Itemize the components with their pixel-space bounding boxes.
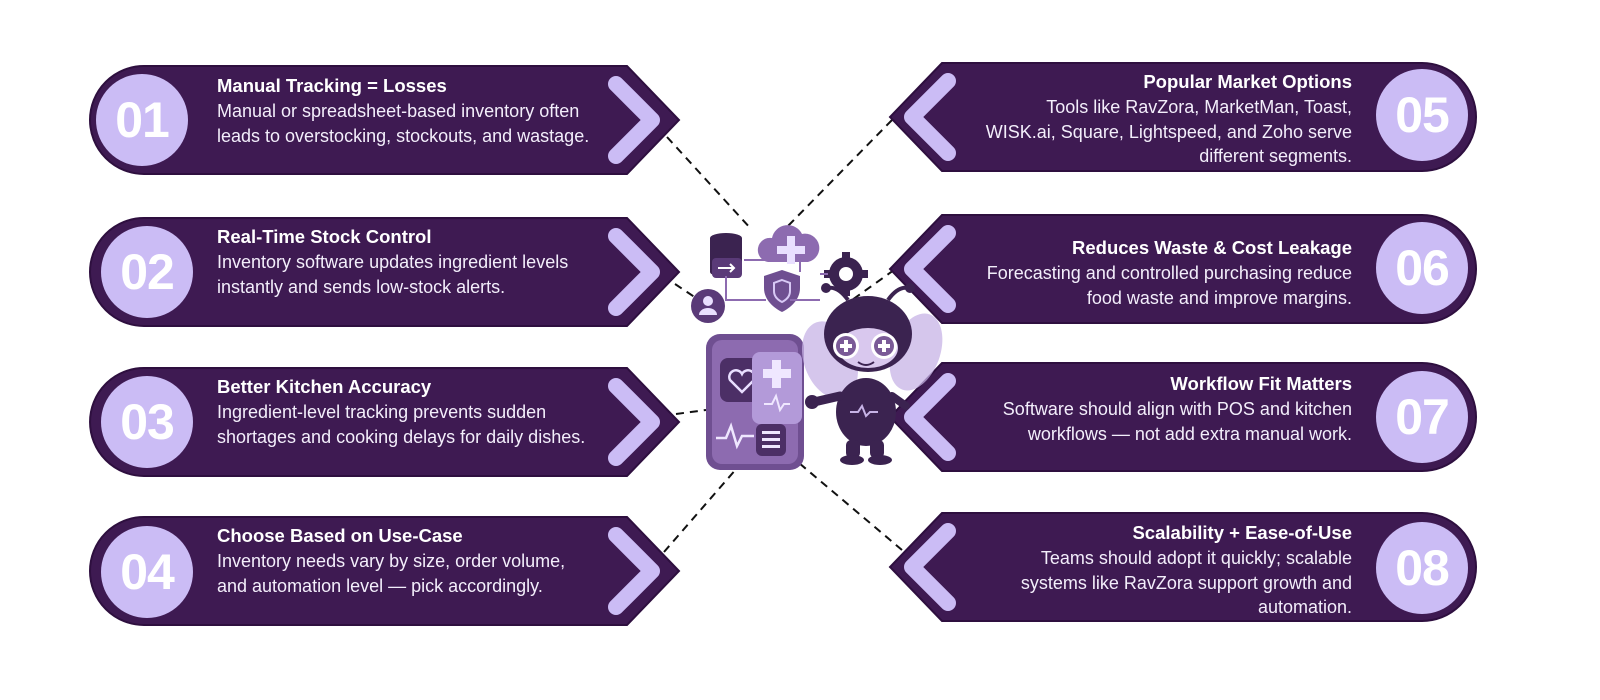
item-5-number: 05 <box>1376 69 1468 161</box>
item-5-description: Tools like RavZora, MarketMan, Toast, WI… <box>985 97 1352 166</box>
item-4-number: 04 <box>101 526 193 618</box>
item-7-text-block: Workflow Fit Matters Software should ali… <box>972 373 1352 446</box>
item-1-title: Manual Tracking = Losses <box>217 75 447 96</box>
item-4-text-block: Choose Based on Use-Case Inventory needs… <box>217 525 597 598</box>
item-8-title: Scalability + Ease-of-Use <box>1132 522 1352 543</box>
item-7-description: Software should align with POS and kitch… <box>1002 399 1352 444</box>
card-8-chevron-left-icon <box>904 523 956 611</box>
item-7-title: Workflow Fit Matters <box>1170 373 1352 394</box>
connector-line-6 <box>851 269 895 301</box>
item-8-description: Teams should adopt it quickly; scalable … <box>1020 548 1352 617</box>
item-7-number: 07 <box>1376 371 1468 463</box>
database-icon <box>710 233 742 278</box>
card-2-background <box>89 217 681 327</box>
card-5-background <box>888 62 1477 172</box>
item-3-title: Better Kitchen Accuracy <box>217 376 432 397</box>
item-4-description: Inventory needs vary by size, order volu… <box>217 551 566 596</box>
item-1-number: 01 <box>96 74 188 166</box>
user-chat-icon <box>691 289 725 323</box>
card-7-background <box>888 362 1477 472</box>
item-6-description: Forecasting and controlled purchasing re… <box>986 263 1352 308</box>
shield-icon <box>764 270 800 312</box>
card-3-chevron-right-icon <box>608 378 660 466</box>
card-7-chevron-left-icon <box>904 373 956 461</box>
phone-health-icon <box>706 334 804 470</box>
connector-line-3 <box>675 409 707 415</box>
item-2-number: 02 <box>101 226 193 318</box>
card-2-chevron-right-icon <box>608 228 660 316</box>
item-2-text-block: Real-Time Stock Control Inventory softwa… <box>217 226 597 299</box>
card-4-background <box>89 516 681 626</box>
card-3-background <box>89 367 681 477</box>
item-3-text-block: Better Kitchen Accuracy Ingredient-level… <box>217 376 597 449</box>
card-4-chevron-right-icon <box>608 527 660 615</box>
item-2-title: Real-Time Stock Control <box>217 226 432 247</box>
item-1-text-block: Manual Tracking = Losses Manual or sprea… <box>217 75 597 148</box>
bee-mascot <box>801 283 943 465</box>
card-8-background <box>888 512 1477 622</box>
card-1-background <box>89 65 681 175</box>
connector-line-1 <box>666 136 753 231</box>
item-2-description: Inventory software updates ingredient le… <box>217 252 569 297</box>
cloud-plus-icon <box>757 225 820 264</box>
card-1-chevron-right-icon <box>608 76 660 164</box>
item-6-number: 06 <box>1376 222 1468 314</box>
connector-line-4 <box>663 459 745 553</box>
item-3-description: Ingredient-level tracking prevents sudde… <box>217 402 586 447</box>
item-8-text-block: Scalability + Ease-of-Use Teams should a… <box>972 522 1352 620</box>
item-8-number: 08 <box>1376 522 1468 614</box>
connector-line-5 <box>785 119 893 229</box>
card-5-chevron-left-icon <box>904 73 956 161</box>
card-6-chevron-left-icon <box>904 225 956 313</box>
item-1-description: Manual or spreadsheet-based inventory of… <box>217 101 590 146</box>
item-5-text-block: Popular Market Options Tools like RavZor… <box>972 71 1352 169</box>
item-3-number: 03 <box>101 376 193 468</box>
item-6-text-block: Reduces Waste & Cost Leakage Forecasting… <box>972 237 1352 310</box>
item-5-title: Popular Market Options <box>1143 71 1352 92</box>
card-6-background <box>888 214 1477 324</box>
connector-line-8 <box>785 451 903 551</box>
item-4-title: Choose Based on Use-Case <box>217 525 463 546</box>
item-6-title: Reduces Waste & Cost Leakage <box>1072 237 1352 258</box>
